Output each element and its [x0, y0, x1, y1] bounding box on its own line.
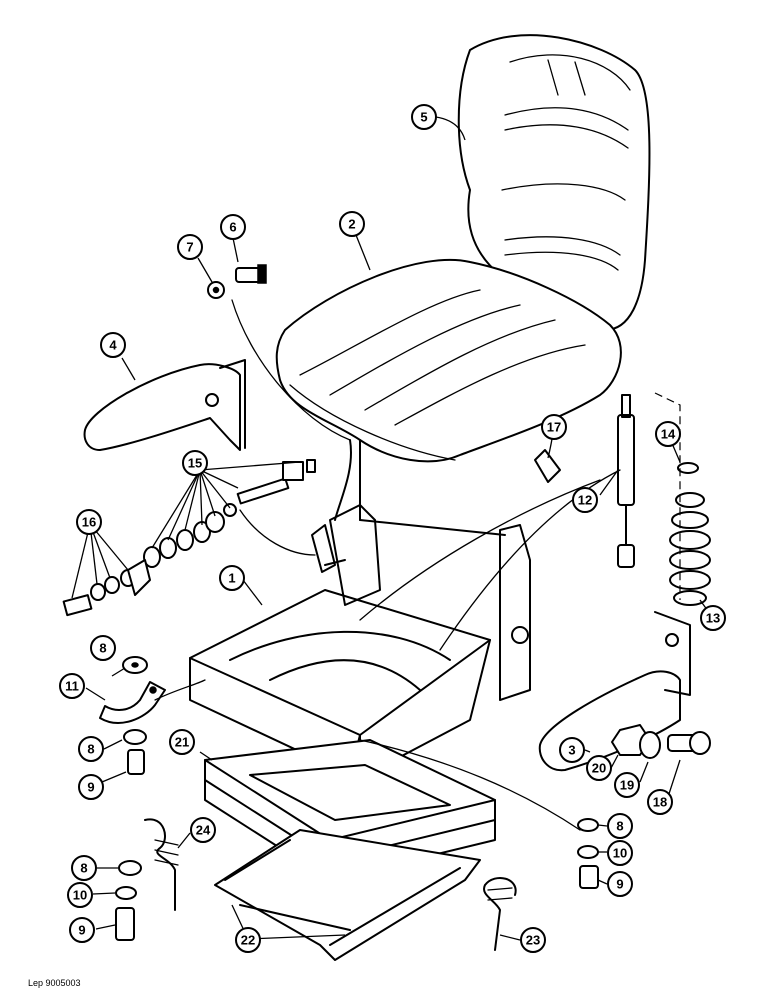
bolt-18 — [667, 731, 711, 755]
callout-label: 8 — [616, 819, 623, 834]
callout-13: 13 — [700, 605, 726, 631]
callout-label: 21 — [175, 735, 189, 750]
callout-label: 15 — [188, 456, 202, 471]
callout-label: 20 — [592, 761, 606, 776]
callout-10-b: 10 — [607, 840, 633, 866]
callout-8-c: 8 — [71, 855, 97, 881]
callout-label: 12 — [578, 493, 592, 508]
callout-9-b: 9 — [69, 917, 95, 943]
callout-label: 9 — [87, 780, 94, 795]
callout-18: 18 — [647, 789, 673, 815]
callout-label: 3 — [568, 743, 575, 758]
callout-14: 14 — [655, 421, 681, 447]
pin-15 — [236, 459, 316, 505]
callout-label: 17 — [547, 420, 561, 435]
bolt-stack-16 — [62, 559, 151, 617]
drawing-reference-code: Lep 9005003 — [28, 978, 81, 988]
bolt-9-c — [579, 865, 599, 889]
bolt-9-b — [115, 907, 135, 941]
callout-3: 3 — [559, 737, 585, 763]
callout-label: 5 — [420, 110, 427, 125]
callout-23: 23 — [520, 927, 546, 953]
callout-5: 5 — [411, 104, 437, 130]
callout-label: 18 — [653, 795, 667, 810]
washer-stack-15 — [143, 503, 237, 568]
callout-8-b: 8 — [78, 736, 104, 762]
callout-21: 21 — [169, 729, 195, 755]
callout-label: 7 — [186, 240, 193, 255]
washer-10-b — [577, 845, 599, 859]
seat-cushion — [275, 258, 622, 463]
callout-label: 13 — [706, 611, 720, 626]
callout-10-a: 10 — [67, 882, 93, 908]
washer-8-a — [122, 656, 148, 674]
callout-12: 12 — [572, 487, 598, 513]
callout-2: 2 — [339, 211, 365, 237]
callout-4: 4 — [100, 332, 126, 358]
callout-16: 16 — [76, 509, 102, 535]
seat-frame-suspension — [189, 439, 531, 779]
washer-10-a — [115, 886, 137, 900]
callout-22: 22 — [235, 927, 261, 953]
callout-label: 11 — [65, 679, 79, 694]
callout-label: 6 — [229, 220, 236, 235]
callout-label: 10 — [73, 888, 87, 903]
callout-label: 4 — [109, 338, 117, 353]
callout-15: 15 — [182, 450, 208, 476]
bellows-boot — [669, 492, 711, 606]
callout-8-d: 8 — [607, 813, 633, 839]
callout-label: 2 — [348, 217, 355, 232]
callout-9-a: 9 — [78, 774, 104, 800]
washer-7 — [207, 281, 225, 299]
callout-24: 24 — [190, 817, 216, 843]
slide-rails — [214, 829, 481, 961]
bolt-9-a — [127, 749, 145, 775]
spring-24 — [144, 818, 179, 911]
callout-label: 8 — [99, 641, 106, 656]
bolt-6 — [235, 264, 267, 284]
callout-label: 9 — [78, 923, 85, 938]
callout-6: 6 — [220, 214, 246, 240]
adjustment-lever — [311, 524, 346, 573]
callout-label: 14 — [661, 427, 676, 442]
callout-label: 8 — [80, 861, 87, 876]
callout-11: 11 — [59, 673, 85, 699]
callout-label: 1 — [228, 571, 235, 586]
callout-label: 24 — [196, 823, 211, 838]
callout-20: 20 — [586, 755, 612, 781]
clip-17 — [534, 449, 561, 483]
callout-1: 1 — [219, 565, 245, 591]
washer-8-c — [118, 860, 142, 876]
spring-23 — [483, 876, 517, 951]
callout-17: 17 — [541, 414, 567, 440]
callout-8-a: 8 — [90, 635, 116, 661]
callout-7: 7 — [177, 234, 203, 260]
washer-19 — [639, 731, 661, 759]
left-armrest — [83, 359, 246, 451]
bracket-11 — [99, 681, 166, 724]
callout-label: 23 — [526, 933, 540, 948]
washer-8-b — [123, 729, 147, 745]
callout-label: 22 — [241, 933, 255, 948]
callout-label: 19 — [620, 778, 634, 793]
callout-label: 10 — [613, 846, 627, 861]
callout-label: 8 — [87, 742, 94, 757]
hose-clamp — [677, 462, 699, 474]
gas-spring — [617, 394, 635, 568]
callout-9-c: 9 — [607, 871, 633, 897]
washer-8-d — [577, 818, 599, 832]
callout-label: 9 — [616, 877, 623, 892]
callout-19: 19 — [614, 772, 640, 798]
callout-label: 16 — [82, 515, 96, 530]
